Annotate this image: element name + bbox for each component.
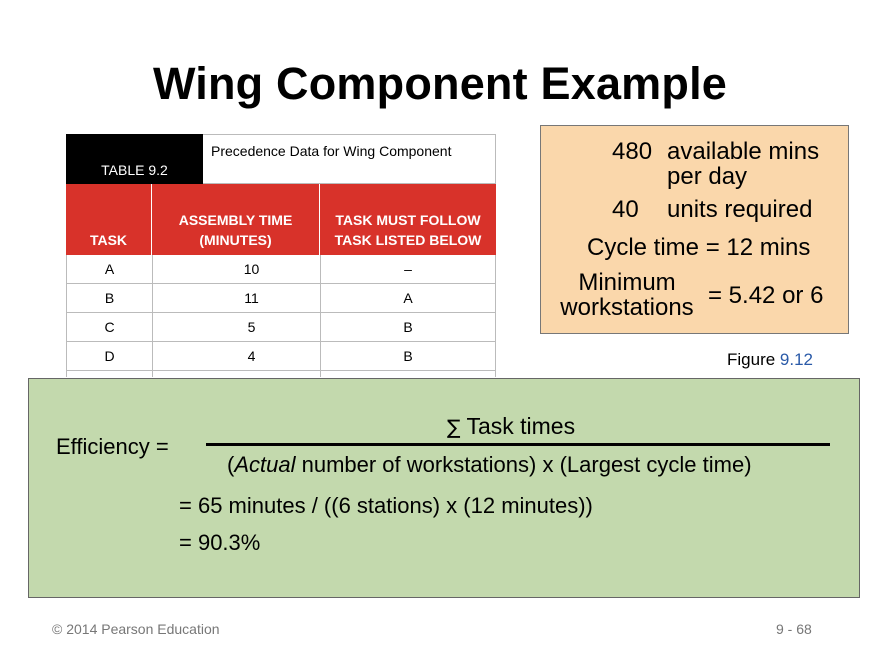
- figure-caption: Figure 9.12: [727, 350, 813, 370]
- cell-empty: [153, 371, 321, 377]
- figure-prefix: Figure: [727, 350, 780, 369]
- table-label: TABLE 9.2: [66, 134, 203, 184]
- cell-predecessor: B: [403, 319, 413, 335]
- cell-empty: [321, 371, 495, 377]
- slide-title: Wing Component Example: [152, 58, 728, 109]
- cell-time: 4: [153, 342, 321, 370]
- table-header-row: TABLE 9.2 Precedence Data for Wing Compo…: [66, 134, 496, 184]
- column-header-task: TASK: [66, 184, 152, 255]
- cell-time: 11: [153, 284, 321, 312]
- fraction-bar: [206, 443, 830, 446]
- figure-number: 9.12: [779, 350, 814, 369]
- cell-empty: [67, 371, 153, 377]
- sigma-symbol: ∑: [447, 415, 461, 439]
- efficiency-box: Efficiency = ∑ Task times (Actual number…: [28, 378, 860, 598]
- available-minutes-value: 480: [612, 138, 653, 165]
- min-workstations-label: Minimum workstations: [560, 269, 694, 321]
- cell-predecessor: A: [403, 290, 413, 306]
- cell-task: B: [67, 284, 153, 312]
- table-caption: Precedence Data for Wing Component: [203, 134, 496, 184]
- cell-task: C: [67, 313, 153, 341]
- table-column-headers: TASK ASSEMBLY TIME (MINUTES) TASK MUST F…: [66, 184, 496, 255]
- table-row: C 5 B: [66, 313, 496, 342]
- efficiency-denominator: (Actual number of workstations) x (Large…: [227, 452, 752, 478]
- efficiency-calculation: = 65 minutes / ((6 stations) x (12 minut…: [179, 493, 593, 518]
- cell-time: 5: [153, 313, 321, 341]
- efficiency-numerator: ∑ Task times: [447, 413, 575, 440]
- efficiency-result: = 90.3%: [179, 530, 261, 555]
- cycle-time: Cycle time = 12 mins: [587, 234, 811, 261]
- efficiency-label: Efficiency =: [56, 434, 169, 459]
- cell-predecessor: B: [403, 348, 413, 364]
- column-header-predecessor: TASK MUST FOLLOW TASK LISTED BELOW: [334, 212, 482, 248]
- copyright: © 2014 Pearson Education: [52, 621, 220, 637]
- table-row-partial: [66, 371, 496, 377]
- cell-predecessor: –: [404, 261, 412, 277]
- denominator-rest: number of workstations) x (Largest cycle…: [295, 452, 752, 477]
- denominator-open: (: [227, 452, 235, 477]
- available-minutes-label: available mins per day: [667, 138, 820, 190]
- page-number: 9 - 68: [776, 621, 812, 637]
- column-header-assembly-time: ASSEMBLY TIME (MINUTES): [152, 184, 320, 255]
- min-workstations-value: = 5.42 or 6: [708, 282, 824, 309]
- table-row: B 11 A: [66, 284, 496, 313]
- info-box: 480 available mins per day 40 units requ…: [540, 125, 849, 334]
- units-required-value: 40: [612, 196, 639, 223]
- units-required-label: units required: [667, 196, 813, 223]
- cell-task: A: [67, 255, 153, 283]
- numerator-text: Task times: [460, 413, 576, 439]
- table-row: A 10 –: [66, 255, 496, 284]
- precedence-table: TABLE 9.2 Precedence Data for Wing Compo…: [66, 134, 496, 377]
- denominator-italic: Actual: [234, 452, 296, 477]
- cell-time: 10: [153, 255, 321, 283]
- table-row: D 4 B: [66, 342, 496, 371]
- cell-task: D: [67, 342, 153, 370]
